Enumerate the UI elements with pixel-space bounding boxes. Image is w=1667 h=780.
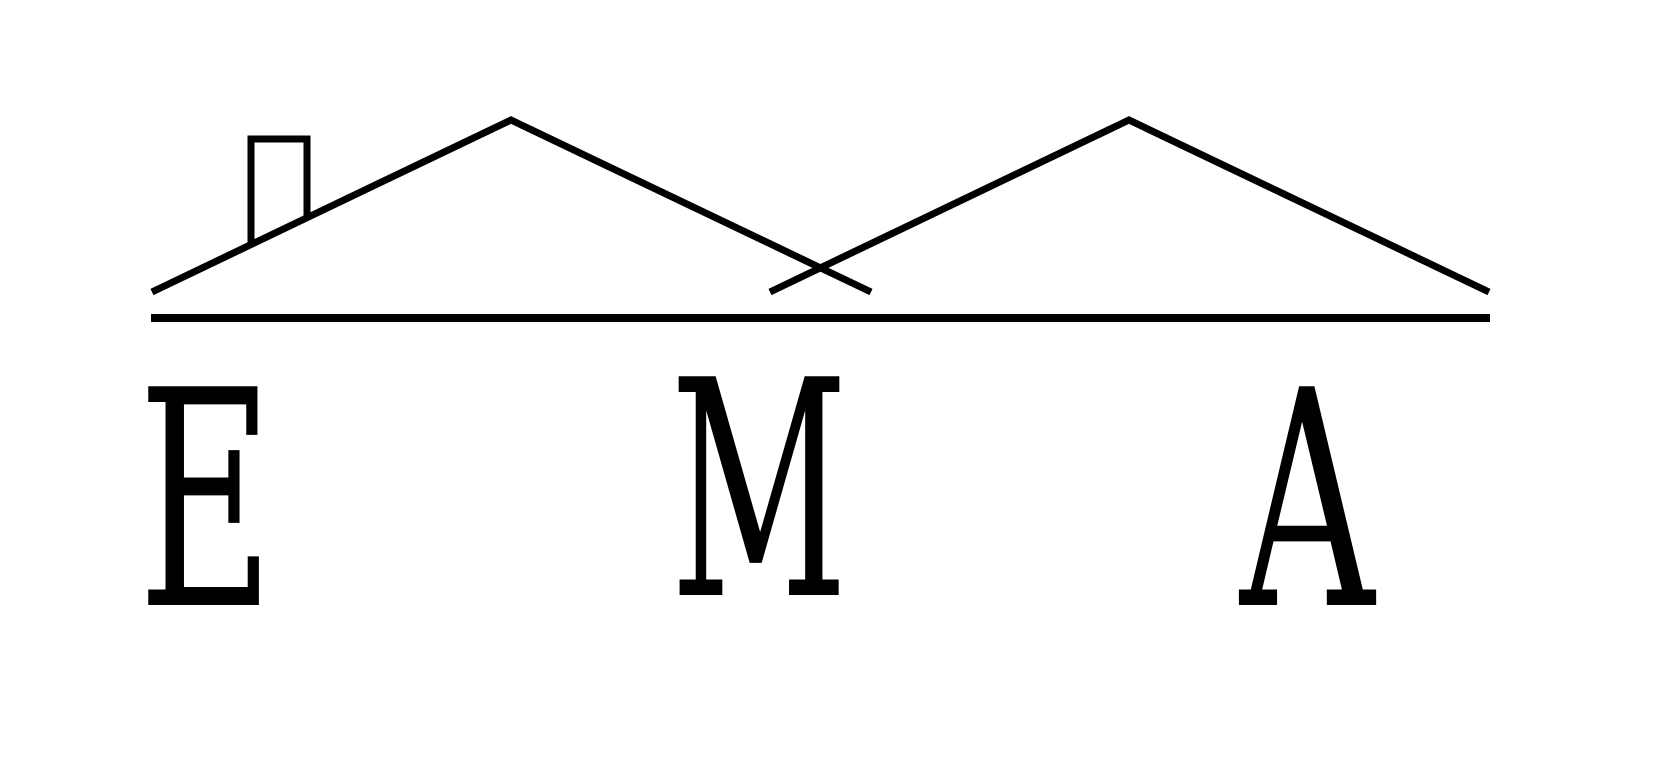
house-roofline-icon (150, 116, 1491, 296)
logo-letter-e: E (138, 327, 274, 676)
chimney-shape (247, 135, 311, 244)
right-roof-line (768, 116, 1491, 296)
logo-letter-m: M (670, 317, 849, 666)
logo-letter-a: A (1240, 327, 1375, 676)
baseline-rule (151, 314, 1490, 322)
left-roof-line (150, 116, 873, 296)
